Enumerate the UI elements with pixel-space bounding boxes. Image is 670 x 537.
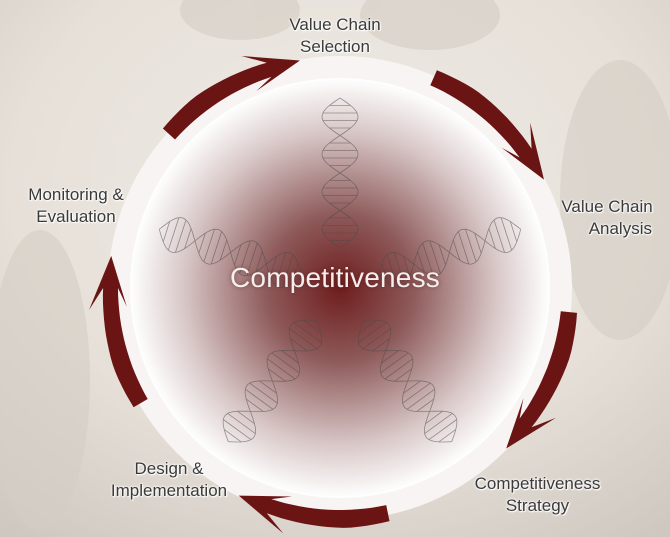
dna-rung [245,388,274,410]
dna-rung [402,382,431,404]
dna-rung [428,419,457,440]
dna-rung [384,358,413,380]
arrow-monitoring-to-selection [162,56,300,140]
dna-rung [293,322,322,343]
core-gradient [130,78,550,498]
dna-rung [358,322,387,343]
dna-rung [465,229,477,262]
stage-line-2: Analysis [588,219,652,238]
dna-rung [406,388,435,410]
stage-line-2: Implementation [110,481,228,500]
dna-rung [162,221,171,242]
dna-rung [403,380,421,394]
dna-rung [488,228,496,249]
dna-rung [291,263,299,284]
dna-rung [424,413,453,434]
stage-line-1: Design & [134,459,204,478]
cycle-arrows [89,56,577,534]
dna-rung [438,244,446,265]
arrow-selection-to-analysis [430,70,544,180]
dna-rung [268,368,286,382]
dna-rung [474,232,482,254]
stage-label-design: Design & Implementation [74,458,264,502]
dna-rung [457,231,470,265]
dna-rung [422,242,434,276]
dna-rung [184,228,192,249]
dna-rung [281,350,299,364]
dna-rung [239,240,251,274]
dna-rung [234,244,242,265]
stage-line-1: Value Chain [561,197,653,216]
dna-rung [223,429,242,443]
dna-rung [500,217,513,251]
dna-rung [267,358,296,380]
dna-rung [246,242,258,276]
dna-rung [198,232,206,254]
dna-rung [282,254,294,288]
dna-rung [394,368,412,382]
stage-line-2: Strategy [505,496,570,515]
dna-rung [362,328,391,349]
arrow-design-to-monitoring [89,255,148,408]
stage-line-1: Monitoring & [28,185,124,204]
dna-rung [269,256,278,277]
stage-label-monitoring: Monitoring & Evaluation [6,184,146,228]
arrow-strategy-to-design [238,495,390,534]
stage-label-analysis: Value Chain Analysis [548,196,666,240]
stage-label-strategy: Competitiveness Strategy [450,473,625,517]
center-label: Competitiveness [230,262,440,293]
dna-helix-decoration [158,97,522,443]
dna-rung [402,256,411,277]
dna-rung [493,219,505,253]
dna-rung [259,380,277,394]
dna-rung [425,410,443,425]
dna-rung [381,263,389,284]
dna-rung [416,398,435,412]
arrow-analysis-to-strategy [506,311,577,449]
dna-rung [429,240,441,274]
dna-rung [167,217,180,251]
dna-strand [321,97,359,249]
dna-rung [249,382,278,404]
dna-rung [210,231,223,265]
stage-line-1: Competitiveness [474,474,601,493]
dna-rung [203,229,215,262]
dna-rung [255,251,263,272]
dna-rung [219,239,228,261]
dna-strand [363,319,452,443]
dna-rung [271,352,300,374]
dna-strand [377,228,522,277]
dna-rung [417,251,425,272]
dna-rung [452,239,461,261]
dna-rung [175,219,187,253]
dna-rung [386,254,398,288]
dna-rung [227,413,256,434]
dna-rung [509,221,518,242]
dna-rung [393,252,406,286]
dna-rung [290,338,308,352]
stage-line-1: Value Chain [289,15,381,34]
dna-rung [359,319,377,333]
dna-strand [159,217,303,288]
dna-strand [222,320,323,442]
dna-rung [274,252,287,286]
dna-rung [303,319,321,333]
dna-rung [245,398,264,412]
dna-rung [438,429,457,443]
dna-rung [237,410,255,425]
dna-rung [381,350,399,364]
dna-rung [289,328,318,349]
dna-rung [372,338,390,352]
stage-line-2: Evaluation [36,207,116,226]
stage-line-2: Selection [300,37,370,56]
stage-label-selection: Value Chain Selection [270,14,400,58]
dna-rung [223,419,252,440]
dna-rung [380,352,409,374]
